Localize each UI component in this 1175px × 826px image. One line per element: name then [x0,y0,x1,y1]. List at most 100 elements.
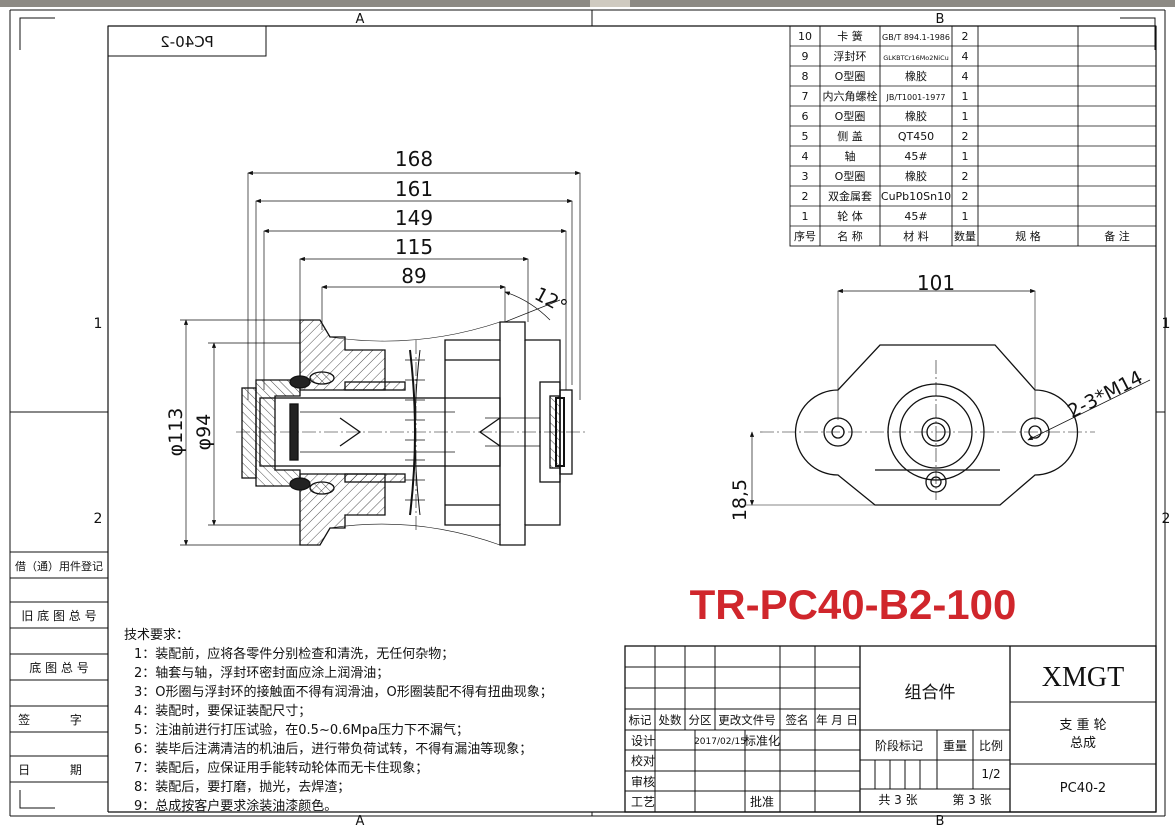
parts-cell-material: 45# [904,210,927,223]
parts-cell-name: O型圈 [835,109,866,123]
section-dimensions [180,170,581,546]
parts-cell-no: 2 [802,190,809,203]
parts-header-cell: 材 料 [903,229,929,243]
parts-cell-material: GB/T 894.1-1986 [882,33,950,42]
drawing-code: PC40-2 [1060,781,1106,796]
weight-label: 重量 [943,739,967,753]
zone-label-b-top: B [936,12,945,27]
tech-requirement-line: 8：装配后，要打磨，抛光，去焊渣； [134,779,350,795]
parts-cell-material: 45# [904,150,927,163]
parts-cell-no: 10 [798,30,812,43]
dim-149: 149 [395,206,433,230]
tech-requirement-line: 7：装配后，应保证用手能转动轮体而无卡住现象； [134,760,428,776]
section-view [236,319,588,546]
standardize-label: 标准化 [744,734,780,748]
parts-cell-name: O型圈 [835,169,866,183]
zone-label-1-right: 1 [1162,316,1171,332]
parts-header-cell: 数量 [954,230,976,243]
scale-value: 1/2 [981,767,1000,781]
left-strip-item-4: 日 期 [18,763,100,777]
zone-label-2-right: 2 [1162,511,1171,527]
tech-heading: 技术要求： [124,628,189,643]
change-header-cell: 签名 [786,713,809,727]
parts-cell-qty: 4 [962,50,969,63]
parts-cell-qty: 2 [962,170,969,183]
sheet-number: 第 3 张 [952,793,991,807]
change-header-cell: 分区 [689,713,712,727]
thread-callout: 2-3*M14 [1064,366,1146,422]
dim-angle: 12° [531,283,571,318]
assembly-title: 组合件 [905,683,956,703]
design-date: 2017/02/15 [694,737,746,747]
parts-cell-material: 橡胶 [905,169,927,183]
dim-168: 168 [395,147,433,171]
parts-header-cell: 名 称 [837,229,863,243]
change-headers: 标记处数分区更改文件号签名年 月 日 [629,713,858,727]
parts-cell-qty: 1 [962,150,969,163]
tech-requirement-line: 5：注油前进行打压试验，在0.5~0.6Mpa压力下不漏气； [134,722,469,738]
stage-label: 阶段标记 [875,738,923,753]
parts-cell-material: QT450 [898,130,934,143]
parts-header-cell: 规 格 [1015,229,1041,243]
parts-cell-qty: 2 [962,130,969,143]
model-title: TR-PC40-B2-100 [690,581,1017,628]
sheets-total: 共 3 张 [878,793,917,807]
parts-table [789,25,1157,247]
change-header-cell: 年 月 日 [816,713,858,727]
part-name-2: 总成 [1070,736,1096,751]
change-header-cell: 处数 [659,713,682,727]
parts-cell-no: 8 [802,70,809,83]
tech-requirement-line: 9：总成按客户要求涂装油漆颜色。 [134,798,337,814]
parts-cell-material: 橡胶 [905,109,927,123]
parts-cell-name: 侧 盖 [837,129,863,143]
parts-cell-no: 6 [802,110,809,123]
check-label: 校对 [631,753,655,768]
left-strip-item-1: 旧 底 图 总 号 [21,608,96,623]
parts-cell-no: 4 [802,150,809,163]
dim-89: 89 [401,264,426,288]
tech-requirement-lines: 1：装配前，应将各零件分别检查和清洗，无任何杂物；2：轴套与轴，浮封环密封面应涂… [134,646,553,814]
left-strip [9,551,109,783]
dim-phi113: φ113 [165,408,187,457]
scale-label: 比例 [979,739,1003,753]
parts-cell-name: 内六角螺栓 [823,89,878,103]
side-view [746,288,1151,506]
tech-requirement-line: 4：装配时，要保证装配尺寸； [134,704,311,719]
parts-cell-qty: 2 [962,190,969,203]
title-block [624,645,1157,813]
tech-requirement-line: 3：O形圈与浮封环的接触面不得有润滑油，O形圈装配不得有扭曲现象； [134,684,553,700]
parts-cell-no: 9 [802,50,809,63]
parts-cell-qty: 1 [962,110,969,123]
parts-cell-no: 3 [802,170,809,183]
parts-cell-no: 7 [802,90,809,103]
mirror-code: PC40-2 [160,33,214,51]
parts-cell-name: 浮封环 [834,49,867,63]
tech-requirement-line: 6：装毕后注满清洁的机油后，进行带负荷试转，不得有漏油等现象； [134,741,532,757]
zone-label-a-top: A [356,12,365,27]
parts-cell-qty: 1 [962,90,969,103]
change-header-cell: 更改文件号 [718,713,776,727]
zone-label-b-bottom: B [936,814,945,826]
parts-cell-no: 1 [802,210,809,223]
mirror-code-box [107,25,267,57]
tech-requirement-line: 1：装配前，应将各零件分别检查和清洗，无任何杂物； [134,646,454,662]
left-strip-item-3: 签 字 [18,712,100,727]
part-name-1: 支 重 轮 [1059,717,1106,733]
scan-edge-strip [0,0,1175,7]
parts-cell-qty: 1 [962,210,969,223]
parts-cell-qty: 2 [962,30,969,43]
dim-phi94: φ94 [193,414,215,451]
dim-18-5: 18,5 [729,479,751,521]
left-strip-item-0: 借（通）用件登记 [15,559,103,573]
parts-cell-name: 双金属套 [828,189,872,203]
parts-cell-name: 轮 体 [837,209,863,223]
parts-cell-material: JB/T1001-1977 [885,93,945,102]
design-label: 设计 [631,734,655,748]
review-label: 审核 [631,774,655,789]
company-name: XMGT [1042,662,1124,693]
zone-label-1-left: 1 [94,316,103,332]
parts-cell-name: 轴 [845,149,856,163]
parts-cell-material: CuPb10Sn10 [881,190,951,203]
